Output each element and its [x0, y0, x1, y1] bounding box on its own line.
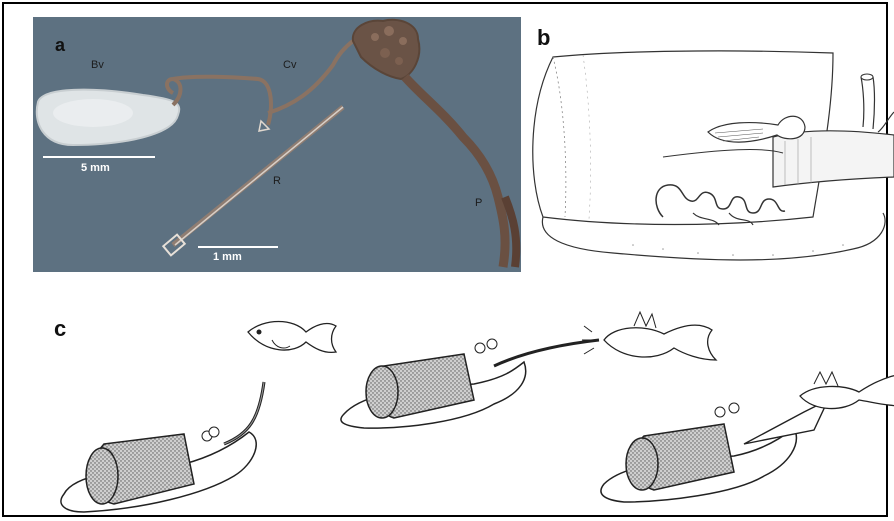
- scale-label-1mm: 1 mm: [213, 251, 242, 263]
- part-label-p: P: [475, 197, 482, 209]
- part-label-r: R: [273, 175, 281, 187]
- panel-c-label: c: [54, 316, 66, 342]
- snail-2: [341, 339, 599, 428]
- panel-c-sequence: c: [44, 304, 894, 519]
- fish-3: [800, 372, 894, 409]
- panel-a-photo: a Bv Cv R P 5 mm 1 mm: [33, 17, 521, 272]
- fish-2: [582, 312, 716, 360]
- fish-1: [248, 322, 336, 353]
- venom-apparatus-illustration: [33, 17, 521, 272]
- siphon-shape: [861, 77, 875, 129]
- panel-a-label: a: [55, 35, 65, 56]
- snail-3: [601, 400, 828, 502]
- figure-frame: a Bv Cv R P 5 mm 1 mm: [2, 2, 888, 517]
- anatomy-drawing: [523, 17, 894, 282]
- hunting-sequence-drawing: [44, 304, 894, 519]
- proboscis-shape: [405, 77, 505, 267]
- venom-duct-shape: [167, 41, 353, 125]
- panel-b-drawing: b: [523, 17, 894, 282]
- part-label-cv: Cv: [283, 59, 296, 71]
- scale-label-5mm: 5 mm: [81, 162, 110, 174]
- part-label-bv: Bv: [91, 59, 104, 71]
- panel-b-label: b: [537, 25, 550, 51]
- snail-1: [61, 382, 264, 512]
